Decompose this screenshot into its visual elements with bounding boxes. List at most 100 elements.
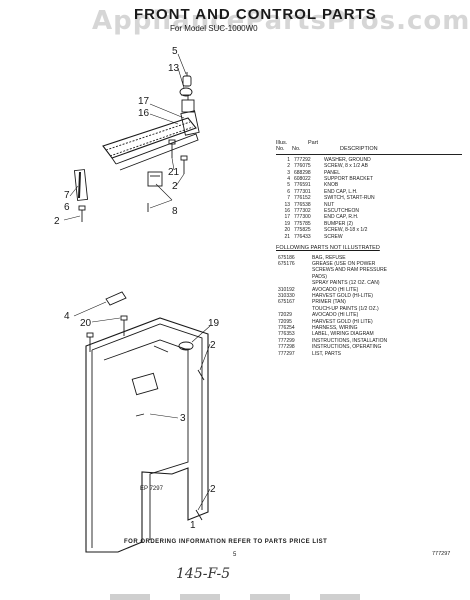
- callout-19: 19: [208, 318, 220, 329]
- escutcheon-part: [102, 117, 199, 171]
- callout-numbers: 5 13 17 16 21 2 7 6 8 2 4 20 19 2 3 2 1: [54, 46, 220, 531]
- row-illus-no: 5: [287, 182, 290, 189]
- not-illustrated-rows: 675186 BAG, REFUSE 675176 GREASE (USE ON PO…: [276, 255, 462, 358]
- screw-parts: [78, 139, 188, 222]
- row-illus-no: 16: [284, 208, 290, 215]
- row-part-no: 776254: [278, 324, 295, 331]
- header-description: DESCRIPTION: [340, 146, 378, 153]
- switch-part: [181, 96, 195, 113]
- row-part-no: 776538: [294, 201, 311, 208]
- support-bracket-part: [105, 291, 127, 306]
- row-description: NUT: [324, 201, 335, 208]
- table-row: 2 776075 SCREW, 8 x 1/2 AB: [276, 163, 462, 169]
- watermark: AppliancePartsPros.com: [92, 6, 470, 36]
- parts-list-header-top: Illus. Part: [276, 140, 462, 146]
- header-no: No.: [276, 146, 285, 153]
- table-row: 5 776591 KNOB: [276, 182, 462, 188]
- figure-id: EP 7297: [140, 486, 164, 492]
- end-cap-rh-part: [180, 110, 200, 136]
- callout-2b: 2: [54, 216, 60, 227]
- callout-20: 20: [80, 318, 92, 329]
- header-part-no: No.: [292, 146, 301, 153]
- row-part-no: 310192: [278, 286, 295, 293]
- row-description: HARVEST GOLD (HI-LITE): [312, 292, 373, 299]
- row-description: BAG, REFUSE: [312, 254, 346, 261]
- callout-21: 21: [168, 167, 180, 178]
- row-part-no: 775825: [294, 227, 311, 234]
- row-part-no: 777292: [294, 156, 311, 163]
- row-description: SCREW, 8 x 1/2 AB: [324, 163, 368, 170]
- document-code: 777297: [432, 551, 451, 557]
- callout-7: 7: [64, 190, 70, 201]
- row-description: PADS): [312, 273, 327, 280]
- end-cap-lh-part: [73, 169, 89, 201]
- row-illus-no: 3: [287, 169, 290, 176]
- row-illus-no: 4: [287, 176, 290, 183]
- row-description: LIST, PARTS: [312, 350, 341, 357]
- row-description: AVOCADO (HI LITE): [312, 286, 359, 293]
- row-part-no: 777298: [278, 344, 295, 351]
- row-part-no: 675176: [278, 260, 295, 267]
- table-row: 777297 LIST, PARTS: [276, 351, 462, 357]
- row-description: SCREW, 8-18 x 1/2: [324, 227, 368, 234]
- table-row: SCREWS AND RAM PRESSURE: [276, 267, 462, 273]
- row-description: KNOB: [324, 182, 339, 189]
- row-description: END CAP, R.H.: [324, 214, 359, 221]
- callout-2d: 2: [210, 484, 216, 495]
- callout-4: 4: [64, 311, 70, 322]
- row-part-no: 777297: [278, 350, 295, 357]
- header-part: Part: [308, 140, 319, 146]
- row-part-no: 675186: [278, 254, 295, 261]
- row-description: AVOCADO (HI LITE): [312, 312, 359, 319]
- screw-parts-lower: [86, 315, 205, 521]
- row-description: HARVEST GOLD (HI LITE): [312, 318, 373, 325]
- row-part-no: 777299: [278, 337, 295, 344]
- row-part-no: 776591: [294, 182, 311, 189]
- table-row: 776353 LABEL, WIRING DIAGRAM: [276, 331, 462, 337]
- table-row: 777299 INSTRUCTIONS, INSTALLATION: [276, 338, 462, 344]
- table-row: PADS): [276, 274, 462, 280]
- callout-17: 17: [138, 96, 150, 107]
- not-illustrated-heading: FOLLOWING PARTS NOT ILLUSTRATED: [276, 245, 380, 252]
- row-description: INSTRUCTIONS, INSTALLATION: [312, 337, 388, 344]
- table-row: 675186 BAG, REFUSE: [276, 255, 462, 261]
- bottom-watermark-strip: [110, 594, 360, 600]
- header-illus: Illus.: [276, 140, 288, 146]
- row-description: LABEL, WIRING DIAGRAM: [312, 331, 374, 338]
- row-part-no: 776075: [294, 163, 311, 170]
- row-description: TOUCH-UP PAINTS (1/2 OZ.): [312, 305, 379, 312]
- row-description: BUMPER (2): [324, 220, 353, 227]
- row-description: GREASE (USE ON POWER: [312, 260, 376, 267]
- row-description: HARNESS, WIRING: [312, 324, 358, 331]
- ordering-note: FOR ORDERING INFORMATION REFER TO PARTS …: [124, 539, 328, 545]
- table-row: 310330 HARVEST GOLD (HI-LITE): [276, 293, 462, 299]
- handwritten-note: 145-F-5: [176, 566, 231, 582]
- front-panel-part: [85, 317, 209, 553]
- row-part-no: 776433: [294, 233, 311, 240]
- row-part-no: 72029: [278, 312, 292, 319]
- row-description: INSTRUCTIONS, OPERATING: [312, 344, 382, 351]
- row-part-no: 310330: [278, 292, 295, 299]
- row-description: END CAP, L.H.: [324, 188, 358, 195]
- row-illus-no: 21: [284, 233, 290, 240]
- row-part-no: 675167: [278, 299, 295, 306]
- callout-16: 16: [138, 108, 150, 119]
- table-row: 776254 HARNESS, WIRING: [276, 325, 462, 331]
- callout-8: 8: [172, 206, 178, 217]
- row-part-no: 776152: [294, 195, 311, 202]
- table-row: 72029 AVOCADO (HI LITE): [276, 312, 462, 318]
- callout-13: 13: [168, 63, 180, 74]
- row-part-no: 776353: [278, 331, 295, 338]
- page-number: 5: [233, 552, 237, 558]
- row-illus-no: 2: [287, 163, 290, 170]
- row-description: PANEL: [324, 169, 341, 176]
